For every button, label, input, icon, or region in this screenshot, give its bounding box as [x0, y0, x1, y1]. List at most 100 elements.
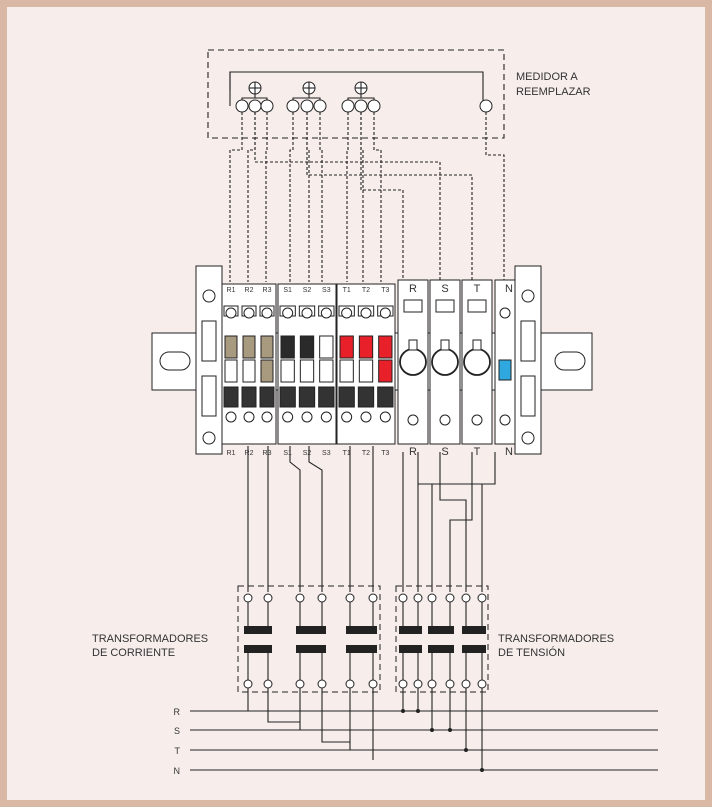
terminal-block: R1R1R2R2R3R3S1S1S2S2S3S3T1T1T2T2T3T3RRSS… [221, 279, 516, 458]
dashed-wire-n [485, 112, 505, 282]
dashed-wiring [229, 112, 505, 282]
din-rail-slot-left [159, 351, 191, 371]
fuse-icon [358, 359, 374, 383]
transformer-core [296, 645, 326, 653]
fuse-icon [224, 335, 238, 359]
screw-icon [243, 307, 255, 319]
terminal-lever [241, 386, 257, 408]
fuse-icon [242, 335, 256, 359]
terminal-label-top: S1 [283, 287, 292, 294]
terminal-label-top: T1 [343, 287, 351, 294]
transformer-terminal [295, 593, 305, 603]
terminal-label-bottom: S3 [322, 450, 331, 457]
screw-icon [301, 307, 313, 319]
fuse-holder-icon [431, 348, 459, 376]
phase-label-R: R [174, 707, 181, 717]
vt-box [395, 585, 489, 693]
fuse-holder-icon [399, 348, 427, 376]
transformer-core [399, 645, 422, 653]
terminal-lever [377, 386, 394, 408]
voltage-module-cap [435, 299, 455, 313]
meter-box [207, 49, 505, 139]
dashed-wire [247, 112, 256, 282]
transformer-terminal [295, 679, 305, 689]
screw-icon [521, 289, 535, 303]
transformer-terminal [398, 679, 408, 689]
terminal-label-top: R3 [263, 287, 272, 294]
terminal-label-bottom: T2 [362, 450, 370, 457]
junction-dot [480, 768, 484, 772]
screw-icon [499, 307, 511, 319]
transformer-terminal [398, 593, 408, 603]
dashed-wire [319, 112, 323, 282]
transformer-terminal [368, 679, 378, 689]
neutral-indicator [498, 359, 512, 381]
ct-feed-wire [289, 446, 301, 592]
terminal-label-bottom: S [441, 446, 448, 458]
screw-icon [282, 411, 294, 423]
fuse-icon [299, 335, 315, 359]
transformer-terminal [345, 593, 355, 603]
transformer-terminal [317, 593, 327, 603]
ct-s-out [321, 688, 350, 743]
dashed-wire [229, 112, 243, 282]
screw-icon [301, 411, 313, 423]
meter-label-line2: REEMPLAZAR [516, 86, 591, 98]
screw-icon [360, 307, 372, 319]
screw-icon [320, 411, 332, 423]
terminal-label-bottom: N [505, 446, 513, 458]
screw-icon [379, 307, 391, 319]
screw-icon [320, 307, 332, 319]
transformer-core [428, 645, 454, 653]
terminal-lever [298, 386, 316, 408]
terminal-label-top: R [409, 283, 417, 295]
end-stop-window [520, 375, 536, 417]
vt-label-line2: DE TENSIÓN [498, 646, 565, 659]
dashed-wire [289, 112, 294, 282]
transformer-core [399, 626, 422, 634]
dashed-wire [346, 112, 349, 282]
terminal-label-top: T [474, 283, 481, 295]
vt-feed [449, 452, 473, 592]
voltage-module-cap [403, 299, 423, 313]
transformer-terminal [243, 679, 253, 689]
fuse-icon [224, 359, 238, 383]
fuse-icon [242, 359, 256, 383]
screw-icon [521, 431, 535, 445]
terminal-label-bottom: S2 [303, 450, 312, 457]
din-rail-slot-right [554, 351, 586, 371]
screw-icon [202, 289, 216, 303]
meter-terminal [300, 99, 314, 113]
meter-terminal [313, 99, 327, 113]
transformer-terminal [445, 679, 455, 689]
phase-label-N: N [174, 766, 181, 776]
dashed-wire [373, 112, 382, 282]
transformer-terminal [263, 679, 273, 689]
terminal-label-bottom: S1 [283, 450, 292, 457]
fuse-icon [358, 335, 374, 359]
fuse-holder-tab [472, 339, 482, 351]
transformer-terminal [445, 593, 455, 603]
screw-icon [341, 307, 353, 319]
fuse-icon [319, 335, 334, 359]
fuse-icon [378, 359, 393, 383]
terminal-label-top: S3 [322, 287, 331, 294]
solid-wiring [247, 446, 496, 592]
dashed-wire [265, 112, 268, 282]
meter-terminal-n [479, 99, 493, 113]
junction-dot [464, 748, 468, 752]
terminal-lever [338, 386, 355, 408]
terminal-lever [357, 386, 375, 408]
terminal-label-top: T3 [381, 287, 389, 294]
dashed-wire [306, 112, 310, 282]
transformer-core [346, 645, 377, 653]
terminal-label-bottom: R1 [227, 450, 236, 457]
screw-icon [282, 307, 294, 319]
transformer-terminal [461, 593, 471, 603]
phase-label-S: S [174, 726, 180, 736]
meter-label-line1: MEDIDOR A [516, 71, 578, 83]
screw-icon [471, 414, 483, 426]
transformer-terminal [461, 679, 471, 689]
voltage-module-cap [467, 299, 487, 313]
terminal-label-top: N [505, 283, 513, 295]
